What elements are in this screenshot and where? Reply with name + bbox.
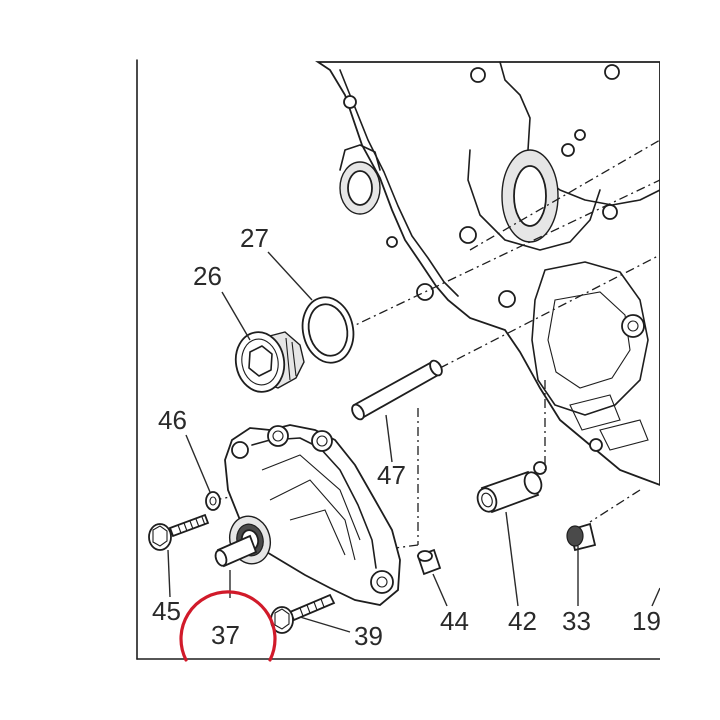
- callout-27: 27: [240, 223, 269, 253]
- part-44-small-dowel: [416, 548, 442, 576]
- callout-37: 37: [211, 620, 240, 650]
- part-37-pump-housing: [214, 424, 401, 606]
- callout-42: 42: [508, 606, 537, 636]
- part-33-plug: [566, 522, 597, 552]
- part-39-bolt: [270, 593, 336, 634]
- part-47-dowel-pin: [351, 359, 443, 421]
- callout-26: 26: [193, 261, 222, 291]
- callout-45: 45: [152, 596, 181, 626]
- part-26-hex-plug: [234, 331, 305, 393]
- callout-33: 33: [562, 606, 591, 636]
- callout-44: 44: [440, 606, 469, 636]
- callout-47: 47: [377, 460, 406, 490]
- crankcase-housing: [315, 61, 661, 487]
- leader-lines: [167, 251, 661, 633]
- right-edge-mask: [660, 0, 720, 720]
- part-46-washer: [205, 491, 221, 511]
- callout-39: 39: [354, 621, 383, 651]
- part-42-sleeve: [476, 470, 543, 514]
- part-27-o-ring: [301, 296, 355, 364]
- callout-19: 19: [632, 606, 661, 636]
- highlight-circle: [179, 590, 277, 662]
- part-45-bolt: [148, 513, 210, 551]
- callout-46: 46: [158, 405, 187, 435]
